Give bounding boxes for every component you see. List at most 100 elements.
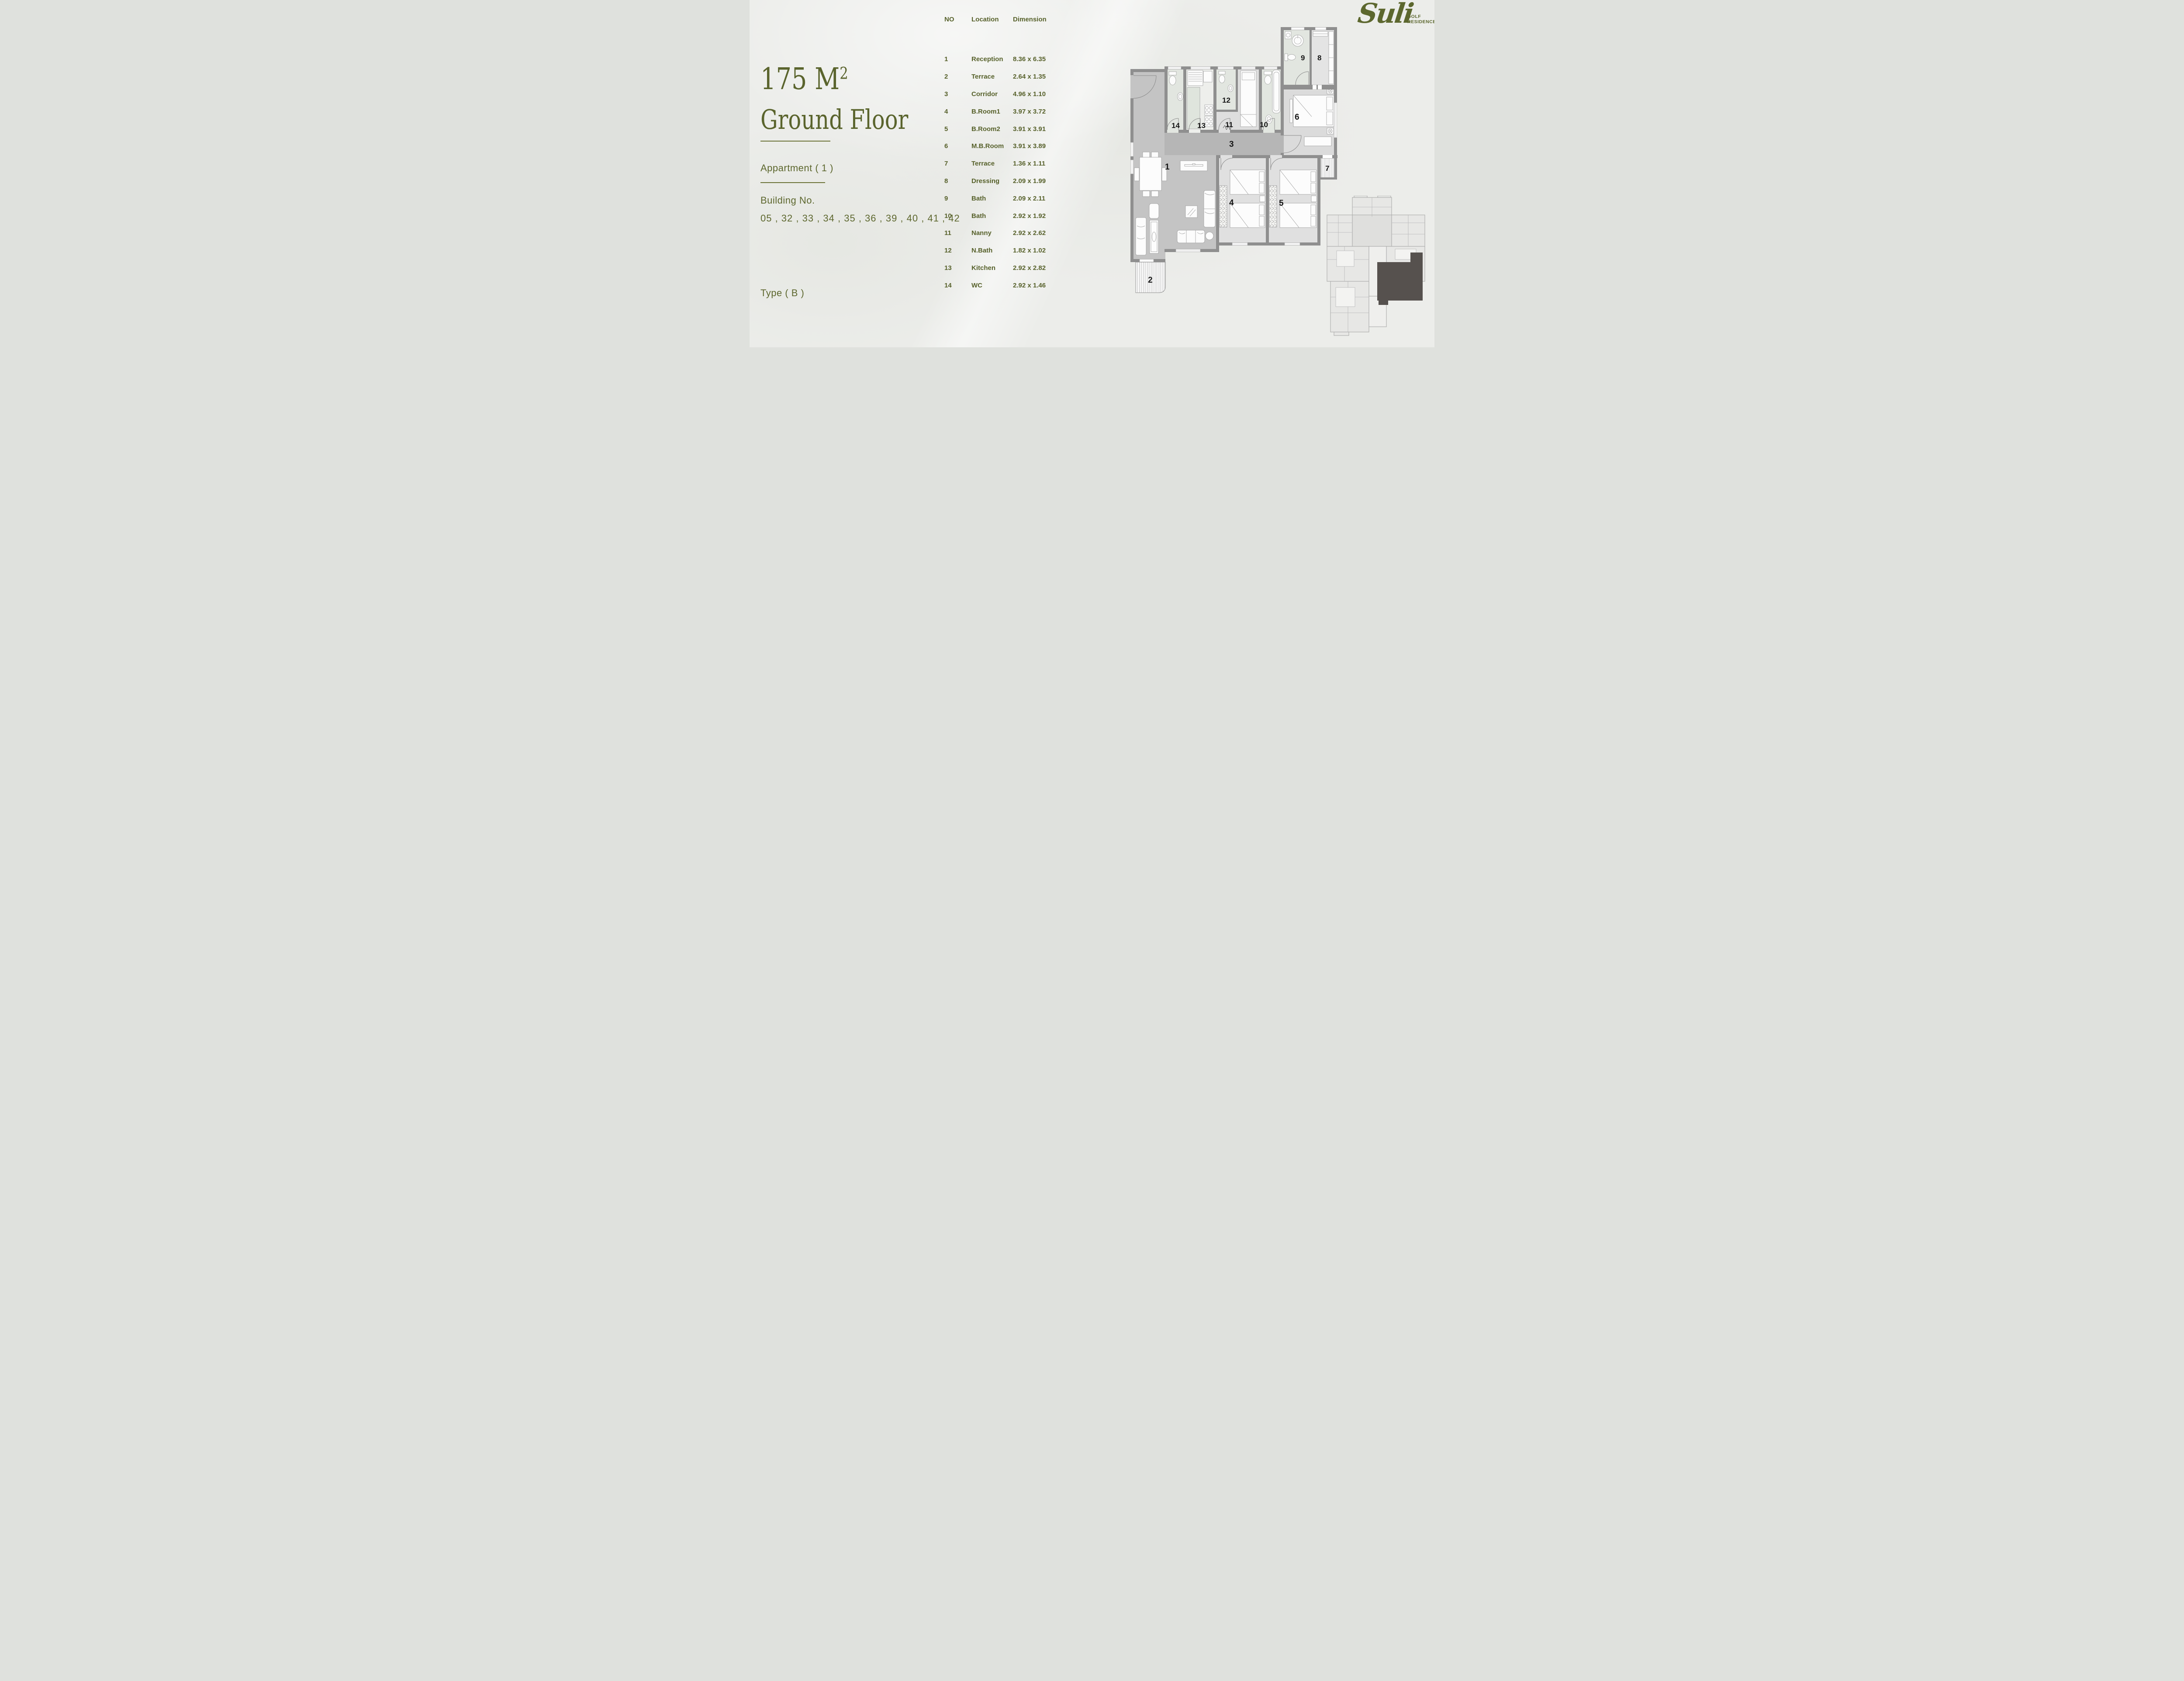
coffee-table-mirror [1185,205,1198,218]
nightstand [1311,195,1317,202]
building-numbers: 05 , 32 , 33 , 34 , 35 , 36 , 39 , 40 , … [760,213,960,224]
room-nbath-floor [1216,69,1236,111]
kitchen-counter [1187,87,1200,129]
cell-dimension: 2.09 x 2.11 [1013,194,1046,202]
room-label-5: 5 [1279,199,1284,208]
cell-location: Bath [971,212,986,220]
room-label-7: 7 [1325,164,1329,173]
nightstand [1259,195,1265,202]
stove [1204,104,1213,127]
cell-location: B.Room2 [971,125,1000,133]
room-label-1: 1 [1165,163,1170,172]
cell-location: Bath [971,194,986,202]
brochure-page: 175 M2 Ground Floor Appartment ( 1 ) Bui… [750,0,1434,347]
toilet [1264,71,1272,85]
table-header-dimension: Dimension [1013,16,1047,23]
brand-logo-sub1: GOLF [1407,14,1421,19]
doors [1130,71,1332,170]
cell-dimension: 2.64 x 1.35 [1013,73,1046,81]
table-header: NO Location Dimension [944,16,1065,23]
cell-location: Dressing [971,177,1000,185]
mbroom-furniture [1289,87,1334,146]
cell-no: 12 [944,247,952,255]
table-header-no: NO [944,16,954,23]
room-label-9: 9 [1301,54,1305,62]
sofa-two-seat [1203,190,1216,228]
table-row: 8 Dressing 2.09 x 1.99 [944,173,1065,190]
cell-dimension: 2.92 x 1.92 [1013,212,1046,220]
cell-location: B.Room1 [971,107,1000,115]
toilet [1284,53,1296,61]
sink [1227,84,1234,92]
sofa-left-wall [1135,217,1147,256]
sink [1265,114,1272,124]
room-label-6: 6 [1295,113,1299,122]
room-label-12: 12 [1222,96,1230,104]
room-label-8: 8 [1317,54,1321,62]
windows [1130,27,1337,262]
room-label-10: 10 [1260,121,1268,129]
table-header-location: Location [971,16,999,23]
reception-furniture [1134,152,1216,256]
room-label-13: 13 [1197,121,1206,130]
cell-no: 13 [944,264,952,272]
keyplan-highlighted-unit [1377,252,1423,305]
terrace7-floor [1320,158,1335,180]
apartment-underline [760,182,825,183]
cell-dimension: 2.09 x 1.99 [1013,177,1046,185]
floor-title: Ground Floor [760,104,909,135]
wardrobe [1269,185,1277,228]
cell-dimension: 2.92 x 1.46 [1013,281,1046,289]
side-table-round [1205,232,1214,240]
dresser [1304,136,1332,146]
cell-no: 3 [944,90,948,98]
broom2-furniture [1269,169,1317,228]
cell-location: Terrace [971,160,995,168]
brand-logo-script: Suli [1356,0,1415,29]
title-underline [760,141,830,142]
cell-no: 4 [944,107,948,115]
room-label-2: 2 [1148,276,1153,285]
wardrobe [1219,185,1227,228]
wetroom-fixtures [1168,31,1334,131]
cell-dimension: 1.36 x 1.11 [1013,160,1046,168]
bed-single [1240,70,1257,127]
bed [1279,169,1317,195]
cell-dimension: 1.82 x 1.02 [1013,247,1046,255]
rug [1149,220,1159,254]
cell-location: N.Bath [971,247,993,255]
corridor-floor [1165,133,1281,155]
table-row: 12 N.Bath 1.82 x 1.02 [944,242,1065,259]
cell-no: 11 [944,229,951,237]
cell-dimension: 3.97 x 3.72 [1013,107,1046,115]
toilet [1168,71,1177,85]
table-row: 7 Terrace 1.36 x 1.11 [944,155,1065,173]
cell-dimension: 8.36 x 6.35 [1013,55,1046,63]
cell-no: 8 [944,177,948,185]
room-label-3: 3 [1229,140,1234,149]
toilet [1218,71,1226,83]
cell-no: 10 [944,212,952,220]
cell-dimension: 2.92 x 2.82 [1013,264,1046,272]
table-row: 14 WC 2.92 x 1.46 [944,277,1065,294]
sink-round [1292,35,1304,47]
table-row: 10 Bath 2.92 x 1.92 [944,207,1065,225]
type-label: Type ( B ) [760,287,805,298]
cell-location: Reception [971,55,1003,63]
building-label: Building No. [760,195,815,206]
table-row: 4 B.Room1 3.97 x 3.72 [944,103,1065,120]
cell-location: WC [971,281,982,289]
room-label-14: 14 [1171,121,1180,130]
dining-set [1134,152,1167,197]
washer [1285,31,1292,39]
sofa-three-seat [1177,230,1205,243]
cell-no: 7 [944,160,948,168]
cell-no: 14 [944,281,952,289]
room-label-4: 4 [1229,198,1234,208]
